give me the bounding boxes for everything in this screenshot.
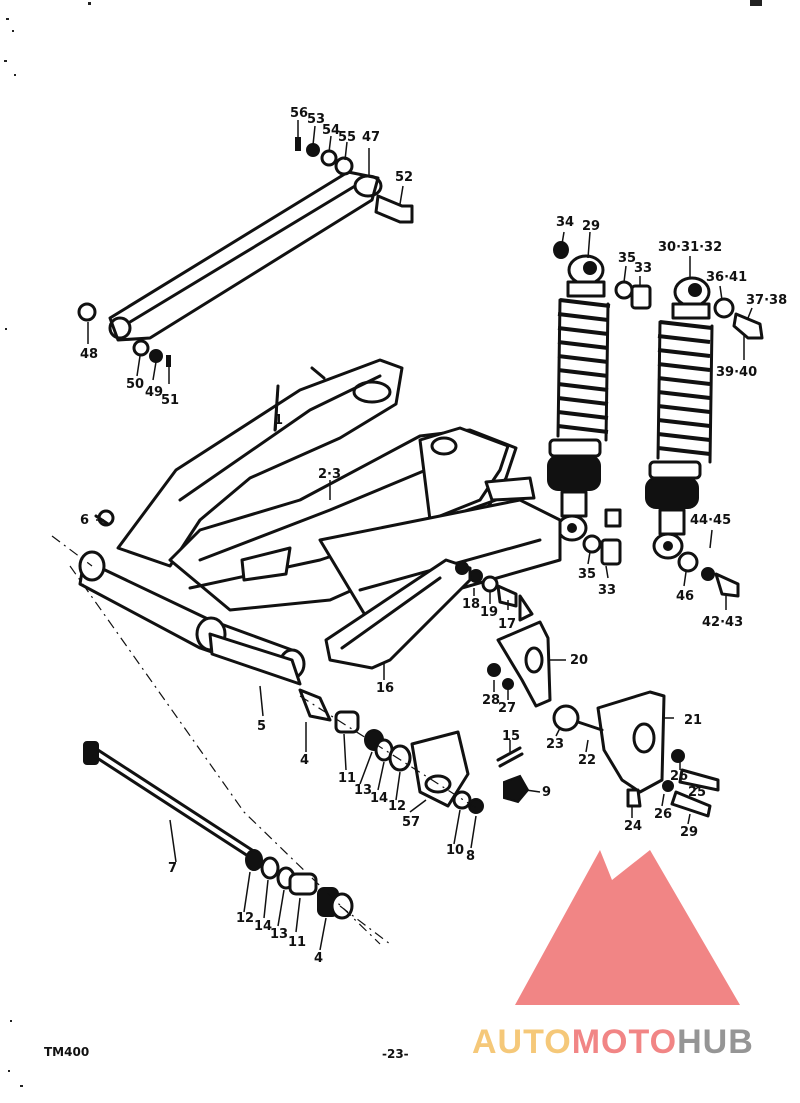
callout-28: 28 bbox=[482, 693, 500, 708]
shock-absorber-right bbox=[645, 276, 714, 560]
callout-labels: 56 53 54 55 47 52 48 50 49 51 34 29 35 3… bbox=[80, 106, 787, 966]
callout-47: 47 bbox=[362, 130, 380, 145]
callout-33b: 33 bbox=[598, 583, 616, 598]
callout-12: 12 bbox=[388, 799, 406, 814]
shock-right-hardware bbox=[582, 297, 764, 598]
callout-5: 5 bbox=[257, 719, 266, 734]
watermark-hub: HUB bbox=[677, 1023, 754, 1061]
callout-26: 26 bbox=[670, 769, 688, 784]
callout-2-3: 2·3 bbox=[318, 467, 341, 482]
callout-7: 7 bbox=[168, 861, 177, 876]
shock-absorber-left bbox=[547, 254, 611, 542]
bracket-21 bbox=[552, 690, 720, 818]
watermark-moto: MOTO bbox=[572, 1023, 677, 1061]
torque-rod-hardware bbox=[77, 137, 414, 367]
callout-57: 57 bbox=[402, 815, 420, 830]
callout-53: 53 bbox=[307, 112, 325, 127]
callout-48: 48 bbox=[80, 347, 98, 362]
scan-specks bbox=[4, 0, 762, 1087]
pin-and-nut bbox=[496, 746, 530, 804]
bracket-16-hardware bbox=[469, 569, 518, 608]
callout-30-31-32: 30·31·32 bbox=[658, 240, 722, 255]
callout-55: 55 bbox=[338, 130, 356, 145]
callout-14b: 14 bbox=[254, 919, 272, 934]
center-lines bbox=[51, 535, 477, 945]
callout-11b: 11 bbox=[288, 935, 306, 950]
callout-37-38: 37·38 bbox=[746, 293, 787, 308]
watermark-triangle-icon bbox=[515, 850, 740, 1005]
callout-54: 54 bbox=[322, 123, 340, 138]
watermark-logo: AUTOMOTOHUB bbox=[472, 850, 754, 1061]
callout-56: 56 bbox=[290, 106, 308, 121]
watermark-auto: AUTO bbox=[472, 1023, 572, 1061]
callout-16: 16 bbox=[376, 681, 394, 696]
callout-15: 15 bbox=[502, 729, 520, 744]
axle-upper-assembly bbox=[208, 632, 484, 814]
callout-18: 18 bbox=[462, 597, 480, 612]
callout-34: 34 bbox=[556, 215, 574, 230]
callout-44-45: 44·45 bbox=[690, 513, 731, 528]
callout-27: 27 bbox=[498, 701, 516, 716]
callout-14: 14 bbox=[370, 791, 388, 806]
callout-51: 51 bbox=[161, 393, 179, 408]
callout-42-43: 42·43 bbox=[702, 615, 743, 630]
bracket-20 bbox=[487, 620, 552, 708]
swing-arm bbox=[78, 358, 562, 680]
callout-20: 20 bbox=[570, 653, 588, 668]
callout-26b: 26 bbox=[654, 807, 672, 822]
callout-17: 17 bbox=[498, 617, 516, 632]
callout-33: 33 bbox=[634, 261, 652, 276]
callout-8: 8 bbox=[466, 849, 475, 864]
torque-rod bbox=[108, 170, 383, 342]
callout-46: 46 bbox=[676, 589, 694, 604]
callout-25: 25 bbox=[688, 785, 706, 800]
page-footer: TM400 -23- bbox=[44, 1045, 409, 1061]
callout-1: 1 bbox=[274, 413, 283, 428]
callout-9: 9 bbox=[542, 785, 551, 800]
callout-35: 35 bbox=[618, 251, 636, 266]
callout-36-41: 36·41 bbox=[706, 270, 747, 285]
callout-49: 49 bbox=[145, 385, 163, 400]
callout-21: 21 bbox=[684, 713, 702, 728]
callout-4: 4 bbox=[300, 753, 309, 768]
callout-11: 11 bbox=[338, 771, 356, 786]
callout-22: 22 bbox=[578, 753, 596, 768]
callout-23: 23 bbox=[546, 737, 564, 752]
page-number: -23- bbox=[382, 1047, 409, 1061]
callout-13b: 13 bbox=[270, 927, 288, 942]
callout-39-40: 39·40 bbox=[716, 365, 757, 380]
callout-29: 29 bbox=[582, 219, 600, 234]
model-code: TM400 bbox=[44, 1045, 89, 1059]
callout-12b: 12 bbox=[236, 911, 254, 926]
callout-35b: 35 bbox=[578, 567, 596, 582]
axle-7 bbox=[83, 741, 254, 858]
callout-29b: 29 bbox=[680, 825, 698, 840]
callout-24: 24 bbox=[624, 819, 642, 834]
callout-19: 19 bbox=[480, 605, 498, 620]
callout-4b: 4 bbox=[314, 951, 323, 966]
callout-50: 50 bbox=[126, 377, 144, 392]
callout-13: 13 bbox=[354, 783, 372, 798]
swing-arm-bolt bbox=[94, 509, 115, 527]
callout-10: 10 bbox=[446, 843, 464, 858]
bracket-16 bbox=[324, 558, 472, 670]
callout-6: 6 bbox=[80, 513, 89, 528]
watermark-brand: AUTOMOTOHUB bbox=[472, 1023, 754, 1061]
callout-52: 52 bbox=[395, 170, 413, 185]
leader-lines bbox=[87, 120, 753, 951]
